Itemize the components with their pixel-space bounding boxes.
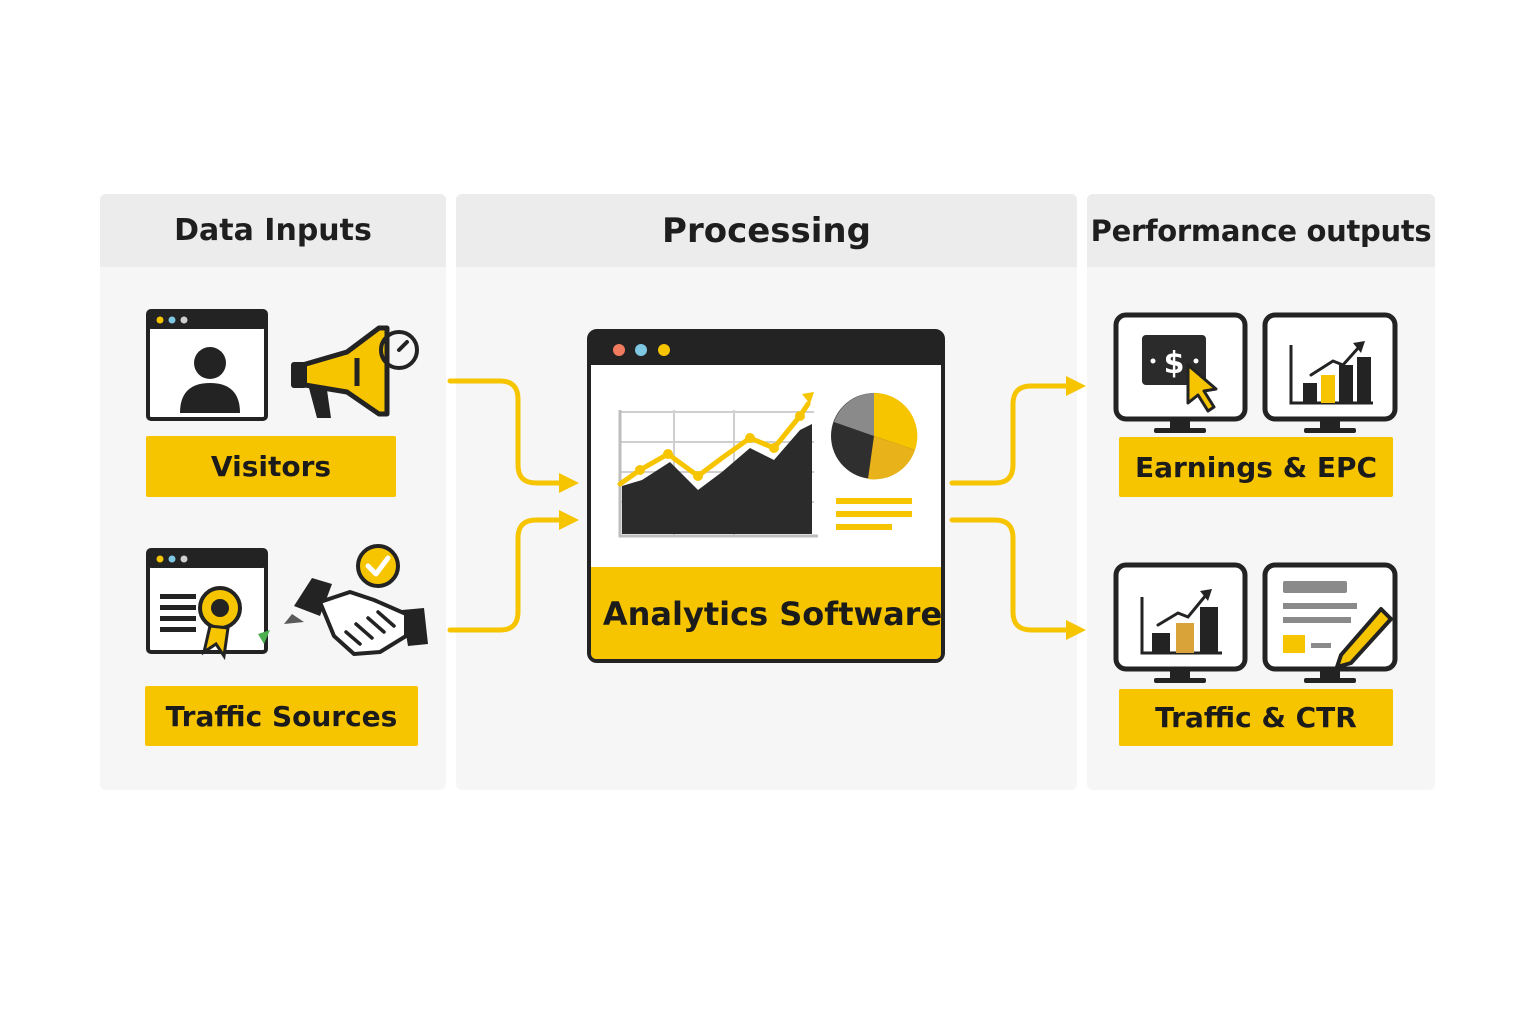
pie-chart-icon — [831, 392, 918, 530]
arrow-processing-to-traffic-ctr — [949, 517, 1086, 640]
traffic-sources-label: Traffic Sources — [145, 686, 418, 746]
megaphone-icon — [291, 325, 419, 418]
monitor-bar-chart-icon — [1113, 562, 1248, 683]
monitor-dollar-click-icon: $ — [1113, 312, 1248, 433]
traffic-ctr-label: Traffic & CTR — [1119, 689, 1393, 746]
handshake-check-icon — [284, 544, 428, 656]
analytics-software-label: Analytics Software — [602, 595, 943, 633]
processing-title: Processing — [456, 194, 1077, 267]
browser-user-icon — [146, 309, 268, 421]
area-line-chart-icon — [617, 392, 818, 538]
monitor-growth-bars-icon — [1262, 312, 1398, 433]
svg-text:$: $ — [1164, 346, 1185, 381]
visitors-label: Visitors — [146, 436, 396, 497]
processing-panel: Processing — [456, 194, 1077, 790]
earnings-epc-label: Earnings & EPC — [1119, 437, 1393, 497]
arrow-traffic-sources-to-processing — [447, 510, 579, 633]
arrow-processing-to-earnings — [949, 376, 1086, 486]
arrow-visitors-to-processing — [447, 378, 579, 493]
browser-badge-icon — [146, 548, 270, 661]
performance-outputs-title: Performance outputs — [1087, 194, 1435, 267]
monitor-report-edit-icon — [1262, 562, 1398, 683]
data-inputs-title: Data Inputs — [100, 194, 446, 267]
